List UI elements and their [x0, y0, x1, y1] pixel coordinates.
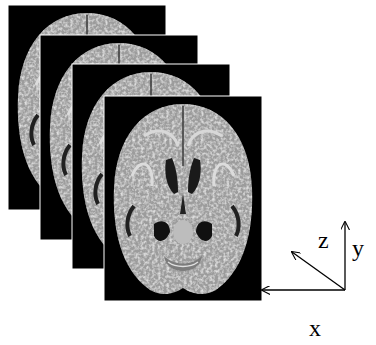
axis-arrows: [262, 222, 345, 290]
axis-label: x: [309, 316, 321, 340]
axis-label: y: [352, 236, 364, 260]
axis-label: z: [318, 228, 329, 252]
